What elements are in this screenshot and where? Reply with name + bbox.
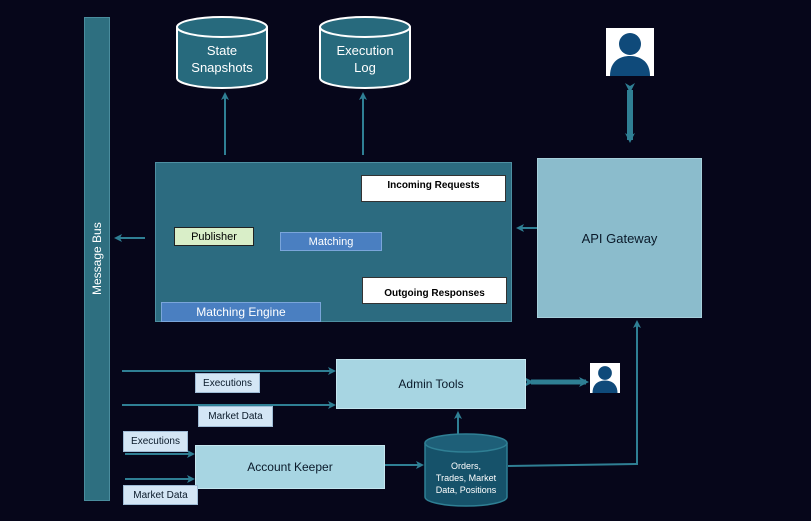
execution-log-line-2: Log — [354, 60, 376, 75]
api-gateway-box: API Gateway — [537, 158, 702, 318]
message-bus — [84, 17, 110, 501]
orders-db-label: Orders, Trades, Market Data, Positions — [424, 460, 508, 496]
state-snapshots-line-1: State — [206, 43, 238, 58]
message-bus-label: Message Bus — [90, 222, 104, 296]
publisher-box: Publisher — [174, 227, 254, 246]
orders-line-2: Trades, Market — [435, 473, 497, 483]
user-icon-admin — [590, 363, 620, 393]
user-icon-top — [606, 28, 654, 76]
matching-box: Matching — [280, 232, 382, 251]
arrow-orders-to-gateway — [507, 320, 641, 467]
account-keeper-box: Account Keeper — [195, 445, 385, 489]
market-data-tag-admin: Market Data — [198, 406, 273, 427]
state-snapshots-label: State Snapshots — [177, 42, 267, 76]
market-data-tag-keeper: Market Data — [123, 485, 198, 505]
execution-log-line-1: Execution — [336, 43, 394, 58]
incoming-requests-box: Incoming Requests — [361, 175, 506, 202]
orders-line-1: Orders, — [450, 461, 481, 471]
executions-tag-keeper: Executions — [123, 431, 188, 452]
execution-log-label: Execution Log — [320, 42, 410, 76]
execution-log-db-shape — [319, 16, 411, 89]
orders-line-3: Data, Positions — [435, 485, 497, 495]
state-snapshots-line-2: Snapshots — [191, 60, 253, 75]
executions-tag-admin: Executions — [195, 373, 260, 393]
outgoing-responses-box: Outgoing Responses — [362, 277, 507, 304]
admin-tools-box: Admin Tools — [336, 359, 526, 409]
orders-db-shape — [424, 433, 508, 507]
matching-engine-label: Matching Engine — [161, 302, 321, 322]
state-snapshots-db-shape — [176, 16, 268, 89]
